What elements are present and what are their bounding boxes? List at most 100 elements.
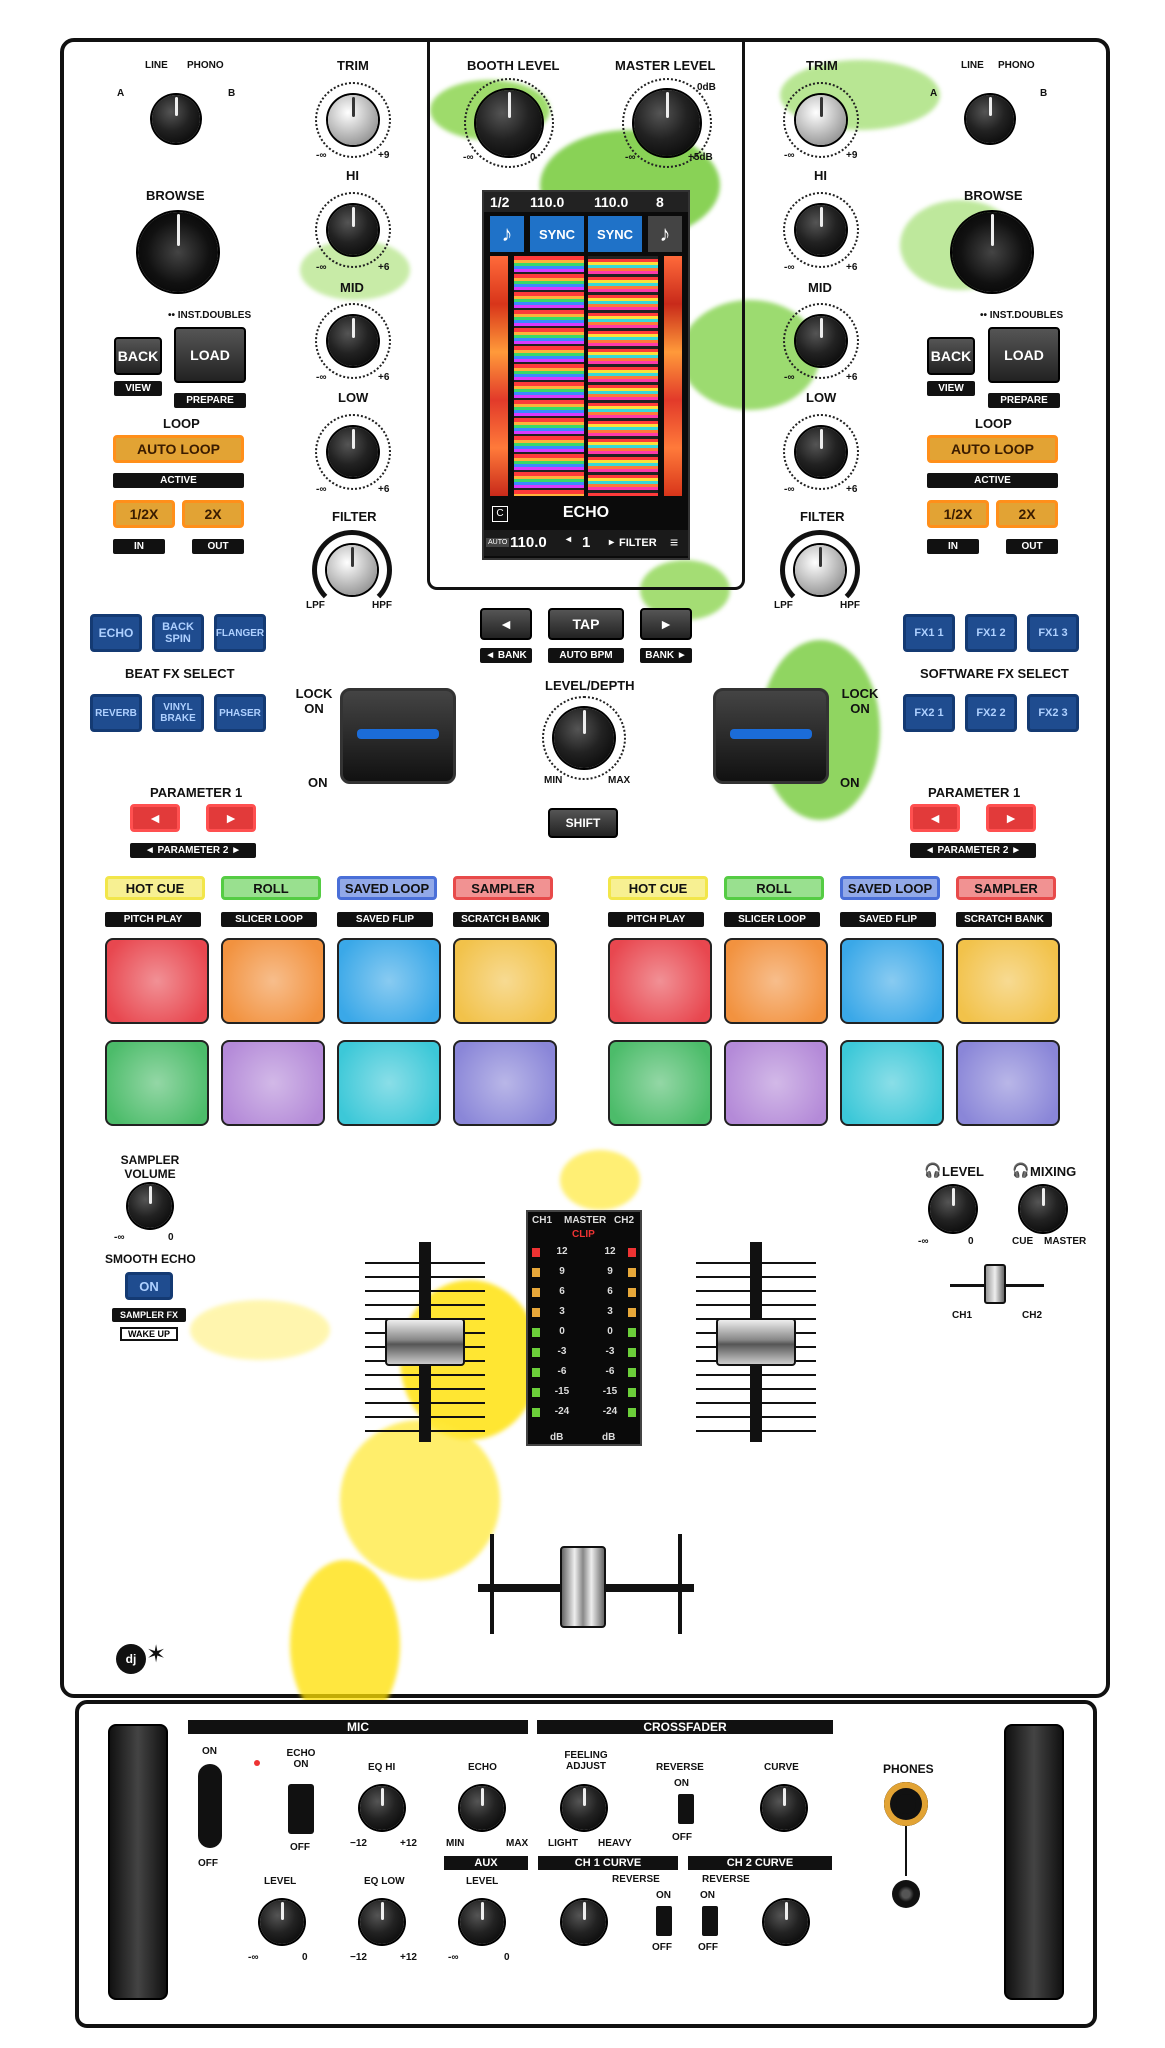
mic-echo-knob[interactable] — [460, 1786, 504, 1830]
load-button-a[interactable]: LOAD — [174, 327, 246, 383]
performance-pad-8-a[interactable] — [453, 1040, 557, 1126]
performance-pad-4-b[interactable] — [956, 938, 1060, 1024]
ch1-reverse-switch[interactable] — [656, 1906, 672, 1936]
fader-cap[interactable] — [385, 1318, 465, 1366]
fx2-3-button[interactable]: FX2 3 — [1027, 694, 1079, 732]
feeling-adjust-knob[interactable] — [562, 1786, 606, 1830]
double-loop-button-b[interactable]: 2X — [996, 500, 1058, 528]
parameter-left-button-a[interactable]: ◄ — [130, 804, 180, 832]
bank-left-button[interactable]: ◄ — [480, 608, 532, 640]
cue-crossfader-cap[interactable] — [984, 1264, 1006, 1304]
phones-mixing-knob[interactable] — [1020, 1186, 1066, 1232]
pad-mode-sampler-a[interactable]: SAMPLER — [453, 876, 553, 900]
sampler-volume-knob[interactable] — [128, 1184, 172, 1228]
pad-mode-hot-cue-b[interactable]: HOT CUE — [608, 876, 708, 900]
filter-knob-b[interactable] — [795, 545, 845, 595]
double-loop-button-a[interactable]: 2X — [182, 500, 244, 528]
mid-knob-a[interactable] — [328, 316, 378, 366]
ch1-curve-knob[interactable] — [562, 1900, 606, 1944]
master-level-knob[interactable] — [634, 90, 700, 156]
screen-menu-icon[interactable]: ≡ — [670, 534, 679, 550]
filter-knob-a[interactable] — [327, 545, 377, 595]
eq-hi-knob[interactable] — [360, 1786, 404, 1830]
performance-pad-7-b[interactable] — [840, 1040, 944, 1126]
performance-pad-3-a[interactable] — [337, 938, 441, 1024]
performance-pad-4-a[interactable] — [453, 938, 557, 1024]
sync-button-right[interactable]: SYNC — [588, 216, 642, 252]
performance-pad-5-b[interactable] — [608, 1040, 712, 1126]
performance-pad-8-b[interactable] — [956, 1040, 1060, 1126]
xf-curve-knob[interactable] — [762, 1786, 806, 1830]
ch2-curve-knob[interactable] — [764, 1900, 808, 1944]
fader-cap[interactable] — [716, 1318, 796, 1366]
phones-jack-small[interactable] — [892, 1880, 920, 1908]
half-loop-button-a[interactable]: 1/2X — [113, 500, 175, 528]
fx-reverb-button[interactable]: REVERB — [90, 694, 142, 732]
eq-low-knob[interactable] — [360, 1900, 404, 1944]
fx-vinyl-brake-button[interactable]: VINYL BRAKE — [152, 694, 204, 732]
fx-flanger-button[interactable]: FLANGER — [214, 614, 266, 652]
music-note-icon-left[interactable]: ♪ — [490, 216, 524, 252]
hi-knob-a[interactable] — [328, 205, 378, 255]
low-knob-b[interactable] — [796, 427, 846, 477]
fx1-1-button[interactable]: FX1 1 — [903, 614, 955, 652]
parameter-right-button-a[interactable]: ► — [206, 804, 256, 832]
input-selector-knob-b[interactable] — [966, 95, 1014, 143]
auto-loop-button-a[interactable]: AUTO LOOP — [113, 435, 244, 463]
fx1-2-button[interactable]: FX1 2 — [965, 614, 1017, 652]
fx-echo-button[interactable]: ECHO — [90, 614, 142, 652]
screen-right-arrow-icon[interactable]: ▸ — [609, 537, 615, 548]
smooth-echo-on-button[interactable]: ON — [125, 1272, 173, 1300]
hi-knob-b[interactable] — [796, 205, 846, 255]
fx-backspin-button[interactable]: BACK SPIN — [152, 614, 204, 652]
phones-level-knob[interactable] — [930, 1186, 976, 1232]
mic-toggle-switch[interactable] — [198, 1764, 222, 1848]
phones-jack-large[interactable] — [884, 1782, 928, 1826]
auto-loop-button-b[interactable]: AUTO LOOP — [927, 435, 1058, 463]
pad-mode-saved-loop-b[interactable]: SAVED LOOP — [840, 876, 940, 900]
browse-encoder-a[interactable] — [138, 212, 218, 292]
half-loop-button-b[interactable]: 1/2X — [927, 500, 989, 528]
echo-on-switch[interactable] — [288, 1784, 314, 1834]
performance-pad-1-b[interactable] — [608, 938, 712, 1024]
trim-knob-b[interactable] — [796, 95, 846, 145]
low-knob-a[interactable] — [328, 427, 378, 477]
performance-pad-2-b[interactable] — [724, 938, 828, 1024]
level-depth-knob[interactable] — [554, 708, 614, 768]
fx2-1-button[interactable]: FX2 1 — [903, 694, 955, 732]
crossfader-cap[interactable] — [560, 1546, 606, 1628]
performance-pad-5-a[interactable] — [105, 1040, 209, 1126]
shift-button[interactable]: SHIFT — [548, 808, 618, 838]
pad-mode-saved-loop-a[interactable]: SAVED LOOP — [337, 876, 437, 900]
performance-pad-2-a[interactable] — [221, 938, 325, 1024]
trim-knob-a[interactable] — [328, 95, 378, 145]
parameter-right-button-b[interactable]: ► — [986, 804, 1036, 832]
performance-pad-3-b[interactable] — [840, 938, 944, 1024]
performance-pad-1-a[interactable] — [105, 938, 209, 1024]
pad-mode-roll-b[interactable]: ROLL — [724, 876, 824, 900]
xf-reverse-switch[interactable] — [678, 1794, 694, 1824]
mid-knob-b[interactable] — [796, 316, 846, 366]
pad-mode-hot-cue-a[interactable]: HOT CUE — [105, 876, 205, 900]
aux-level-knob[interactable] — [460, 1900, 504, 1944]
screen-left-arrow-icon[interactable]: ◂ — [566, 534, 572, 545]
pad-mode-roll-a[interactable]: ROLL — [221, 876, 321, 900]
fx2-2-button[interactable]: FX2 2 — [965, 694, 1017, 732]
fx-phaser-button[interactable]: PHASER — [214, 694, 266, 732]
parameter-left-button-b[interactable]: ◄ — [910, 804, 960, 832]
input-selector-knob-a[interactable] — [152, 95, 200, 143]
fx1-3-button[interactable]: FX1 3 — [1027, 614, 1079, 652]
sync-button-left[interactable]: SYNC — [530, 216, 584, 252]
pad-mode-sampler-b[interactable]: SAMPLER — [956, 876, 1056, 900]
fx-paddle-right[interactable] — [713, 688, 829, 784]
tap-button[interactable]: TAP — [548, 608, 624, 640]
booth-level-knob[interactable] — [476, 90, 542, 156]
mic-level-knob[interactable] — [260, 1900, 304, 1944]
ch2-reverse-switch[interactable] — [702, 1906, 718, 1936]
load-button-b[interactable]: LOAD — [988, 327, 1060, 383]
performance-pad-6-b[interactable] — [724, 1040, 828, 1126]
back-button-a[interactable]: BACK — [114, 337, 162, 375]
music-note-icon-right[interactable]: ♪ — [648, 216, 682, 252]
performance-pad-6-a[interactable] — [221, 1040, 325, 1126]
browse-encoder-b[interactable] — [952, 212, 1032, 292]
